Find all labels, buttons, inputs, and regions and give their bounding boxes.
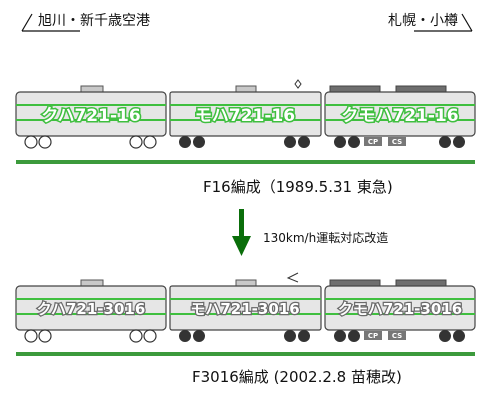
car-stripe (170, 104, 321, 106)
car-stripe (170, 313, 321, 315)
equipment-tag-label: CS (392, 138, 402, 146)
motor-wheel (334, 136, 346, 148)
trailer-wheel (24, 135, 38, 149)
trailer-wheel (38, 135, 52, 149)
car-label: モハ721-16 (195, 106, 295, 126)
car-label: モハ721-3016 (190, 300, 299, 318)
trailer-wheel (129, 135, 143, 149)
car-stripe (16, 298, 166, 300)
formation-2-title: F3016編成 (2002.2.8 苗穂改) (192, 368, 402, 386)
equipment-tag-cs (388, 137, 406, 146)
roof-equipment (329, 85, 381, 93)
motor-wheel (179, 136, 191, 148)
motor-wheel (439, 330, 451, 342)
motor-wheel (284, 136, 296, 148)
car-label: クハ721-3016 (37, 300, 146, 318)
car-stripe (325, 104, 475, 106)
trailer-wheel (129, 329, 143, 343)
car-label: クモハ721-3016 (338, 300, 462, 318)
formation-1-title: F16編成（1989.5.31 東急) (203, 178, 393, 196)
equipment-tag-cp (364, 137, 382, 146)
pantograph-icon (294, 79, 302, 89)
car-body (169, 91, 322, 137)
modification-arrow (232, 209, 251, 256)
formation-1-train: クハ721-16 モハ721-16 クモハ721-16 CP CS (15, 79, 476, 164)
car-stripe (325, 313, 475, 315)
car-stripe (325, 119, 475, 121)
roof-vent (80, 279, 104, 287)
rail-line (16, 160, 475, 164)
arrow-down-icon (232, 236, 251, 256)
roof-vent (235, 85, 257, 93)
car-stripe (16, 119, 166, 121)
motor-wheel (298, 136, 310, 148)
motor-wheel (334, 330, 346, 342)
direction-left-label: 旭川・新千歳空港 (38, 13, 150, 29)
car-label: クモハ721-16 (341, 106, 458, 126)
motor-wheel (193, 330, 205, 342)
roof-equipment (329, 279, 381, 287)
car-stripe (325, 298, 475, 300)
equipment-tag-label: CS (392, 332, 402, 340)
formation-2-train: クハ721-3016 モハ721-3016 クモハ721-3016 CP CS (15, 272, 476, 356)
car-body (324, 91, 476, 137)
car-stripe (170, 119, 321, 121)
motor-wheel (348, 330, 360, 342)
roof-equipment (395, 85, 447, 93)
motor-wheel (453, 136, 465, 148)
modification-label: 130km/h運転対応改造 (263, 231, 389, 245)
direction-left-slash (21, 13, 33, 32)
equipment-tag-cp (364, 331, 382, 340)
car-body (169, 285, 322, 331)
trailer-wheel (143, 329, 157, 343)
motor-wheel (348, 136, 360, 148)
rail-line (16, 352, 475, 356)
motor-wheel (453, 330, 465, 342)
motor-wheel (179, 330, 191, 342)
equipment-tag-cs (388, 331, 406, 340)
trailer-wheel (24, 329, 38, 343)
motor-wheel (298, 330, 310, 342)
arrow-shaft (239, 209, 244, 239)
trailer-wheel (38, 329, 52, 343)
motor-wheel (439, 136, 451, 148)
roof-vent (235, 279, 257, 287)
direction-right-slash (461, 13, 473, 32)
car-body (15, 285, 167, 331)
car-body (15, 91, 167, 137)
roof-equipment (395, 279, 447, 287)
roof-vent (80, 85, 104, 93)
car-label: クハ721-16 (41, 106, 140, 126)
pantograph-icon (286, 272, 299, 283)
car-stripe (16, 313, 166, 315)
motor-wheel (193, 136, 205, 148)
car-stripe (16, 104, 166, 106)
trailer-wheel (143, 135, 157, 149)
equipment-tag-label: CP (368, 332, 378, 340)
direction-right-label: 札幌・小樽 (388, 13, 458, 29)
equipment-tag-label: CP (368, 138, 378, 146)
car-body (324, 285, 476, 331)
car-stripe (170, 298, 321, 300)
motor-wheel (284, 330, 296, 342)
